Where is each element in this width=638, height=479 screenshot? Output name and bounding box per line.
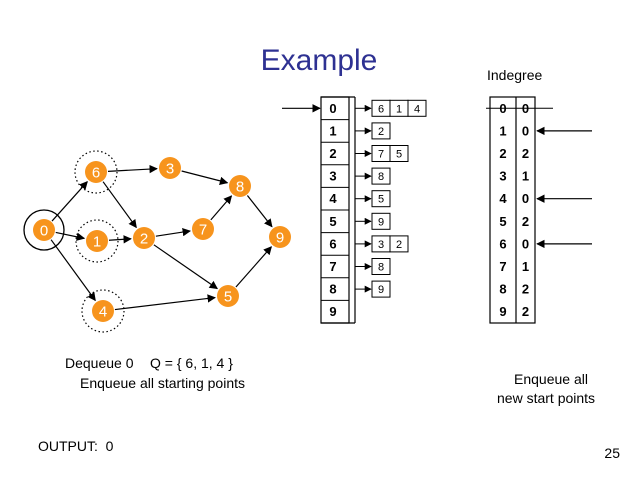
graph-node-3 <box>159 157 181 179</box>
adjacency-entry-6-2: 2 <box>396 239 402 251</box>
dotted-ring-node-1 <box>75 219 119 263</box>
enqueue-new-caption-line1: Enqueue all <box>514 371 588 387</box>
edge-4-5 <box>114 294 216 311</box>
adjacency-index-0: 0 <box>329 101 336 116</box>
dequeue-caption: Dequeue 0 <box>65 355 134 371</box>
indegree-value-2: 2 <box>522 146 529 161</box>
edge-3-8 <box>181 170 229 185</box>
adjacency-entry-3-8: 8 <box>378 171 384 183</box>
graph-node-label-6: 6 <box>92 165 100 182</box>
edge-0-4 <box>50 239 96 302</box>
adjacency-entry-box <box>371 258 391 275</box>
indegree-index-2: 2 <box>499 146 506 161</box>
graph-node-label-1: 1 <box>93 234 101 251</box>
adjacency-index-5: 5 <box>329 214 336 229</box>
graph-node-5 <box>217 285 239 307</box>
highlight-ring-node-0 <box>23 209 65 251</box>
indegree-index-4: 4 <box>499 191 507 206</box>
adjacency-index-7: 7 <box>329 259 336 274</box>
adjacency-index-9: 9 <box>329 304 336 319</box>
edge-6-2 <box>102 181 137 229</box>
indegree-value-8: 2 <box>522 282 529 297</box>
graph-node-label-5: 5 <box>224 289 232 306</box>
indegree-table <box>489 96 536 324</box>
adjacency-entry-0-1: 1 <box>396 103 402 115</box>
graph-node-label-3: 3 <box>166 161 174 178</box>
indegree-value-9: 2 <box>522 304 529 319</box>
adjacency-entry-box <box>389 235 409 253</box>
graph-node-7 <box>192 218 214 240</box>
adjacency-entry-box <box>371 122 391 140</box>
indegree-value-7: 1 <box>522 259 529 274</box>
enqueue-starting-caption: Enqueue all starting points <box>80 375 245 391</box>
edge-8-9 <box>246 195 273 228</box>
adjacency-entry-box <box>371 212 391 230</box>
graph-node-label-8: 8 <box>236 179 244 196</box>
graph-node-label-9: 9 <box>276 230 284 247</box>
adjacency-index-8: 8 <box>329 282 336 297</box>
graph-node-2 <box>133 227 155 249</box>
adjacency-entry-0-4: 4 <box>414 103 420 115</box>
indegree-index-6: 6 <box>499 236 506 251</box>
graph-node-9 <box>269 226 291 248</box>
adjacency-entry-2-7: 7 <box>378 149 384 161</box>
adjacency-entry-box <box>389 145 409 162</box>
edge-0-1 <box>55 231 86 241</box>
edge-0-6 <box>51 181 88 222</box>
adjacency-index-2: 2 <box>329 146 336 161</box>
graph-node-label-4: 4 <box>99 304 107 321</box>
edge-2-7 <box>155 227 191 237</box>
output-caption: OUTPUT: 0 <box>38 438 114 454</box>
edge-5-9 <box>235 246 272 288</box>
page-number: 25 <box>604 445 620 461</box>
indegree-value-3: 1 <box>522 169 529 184</box>
indegree-value-1: 0 <box>522 123 529 138</box>
adjacency-entry-6-3: 3 <box>378 239 384 251</box>
graph-node-6 <box>85 161 107 183</box>
adjacency-index-6: 6 <box>329 236 336 251</box>
edge-6-3 <box>107 164 158 174</box>
adjacency-entry-5-9: 9 <box>378 216 384 228</box>
dotted-ring-node-4 <box>81 289 125 333</box>
adjacency-entry-8-9: 9 <box>378 284 384 296</box>
adjacency-entry-box <box>371 190 391 208</box>
indegree-index-8: 8 <box>499 282 506 297</box>
adjacency-entry-7-8: 8 <box>378 262 384 274</box>
indegree-index-3: 3 <box>499 169 506 184</box>
graph-node-label-2: 2 <box>140 231 148 248</box>
graph-node-label-7: 7 <box>199 222 207 239</box>
adjacency-entry-box <box>371 167 391 185</box>
edge-1-2 <box>108 235 132 244</box>
indegree-index-5: 5 <box>499 214 506 229</box>
indegree-value-6: 0 <box>522 236 529 251</box>
indegree-title: Indegree <box>487 67 543 83</box>
graph-node-label-0: 0 <box>40 223 48 240</box>
adjacency-entry-box <box>407 99 427 117</box>
adjacency-entry-4-5: 5 <box>378 194 384 206</box>
graph-node-1 <box>86 230 108 252</box>
indegree-index-1: 1 <box>499 123 506 138</box>
adjacency-index-3: 3 <box>329 169 336 184</box>
queue-caption: Q = { 6, 1, 4 } <box>150 355 233 371</box>
slide-title: Example <box>260 44 378 77</box>
graph-node-4 <box>92 300 114 322</box>
indegree-index-7: 7 <box>499 259 506 274</box>
adjacency-entry-2-5: 5 <box>396 149 402 161</box>
adjacency-index-1: 1 <box>329 123 336 138</box>
adjacency-entry-1-2: 2 <box>378 126 384 138</box>
edge-2-5 <box>153 244 218 290</box>
adjacency-entry-0-6: 6 <box>378 103 384 115</box>
edge-7-8 <box>210 195 233 221</box>
adjacency-entry-box <box>371 280 391 298</box>
graph-node-8 <box>229 175 251 197</box>
dotted-ring-node-6 <box>74 150 118 194</box>
adjacency-index-4: 4 <box>329 191 337 206</box>
indegree-index-9: 9 <box>499 304 506 319</box>
indegree-value-4: 0 <box>522 191 529 206</box>
graph-node-0 <box>33 219 55 241</box>
enqueue-new-caption-line2: new start points <box>497 390 596 406</box>
indegree-value-5: 2 <box>522 214 529 229</box>
